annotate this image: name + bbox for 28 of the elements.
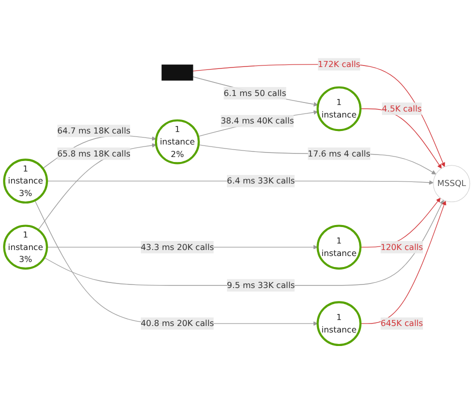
edge-label: 65.8 ms 18K calls — [57, 148, 130, 158]
edge-label: 64.7 ms 18K calls — [57, 126, 130, 136]
arrow — [360, 200, 446, 324]
node-circle: 1 instance 3% — [3, 224, 48, 270]
node-box — [162, 64, 194, 81]
arrow — [38, 143, 156, 230]
node-circle: 1 instance — [316, 86, 362, 132]
edge-label: 4.5K calls — [382, 104, 422, 114]
arrow — [44, 200, 444, 286]
arrow — [198, 144, 436, 174]
node-circle: 1 instance — [316, 224, 362, 270]
edge-label: 172K calls — [318, 59, 360, 69]
edge-label: 9.5 ms 33K calls — [226, 280, 295, 290]
edge-label: 17.6 ms 4 calls — [308, 148, 370, 158]
node-circle: 1 instance 3% — [3, 158, 48, 204]
edge-label: 6.1 ms 50 calls — [224, 88, 286, 98]
node-circle: MSSQL — [433, 165, 470, 202]
edge-label: 645K calls — [380, 318, 423, 328]
arrow — [192, 76, 318, 106]
edge-label: 40.8 ms 20K calls — [140, 318, 214, 328]
arrow — [198, 110, 318, 137]
edge-label: 6.4 ms 33K calls — [226, 176, 295, 186]
arrow — [192, 64, 446, 167]
edge-label: 43.3 ms 20K calls — [140, 242, 214, 252]
edge-label: 120K calls — [380, 242, 423, 252]
edge-label: 38.4 ms 40K calls — [220, 116, 294, 126]
node-circle: 1 instance — [316, 301, 362, 346]
node-circle: 1 instance 2% — [154, 119, 200, 164]
